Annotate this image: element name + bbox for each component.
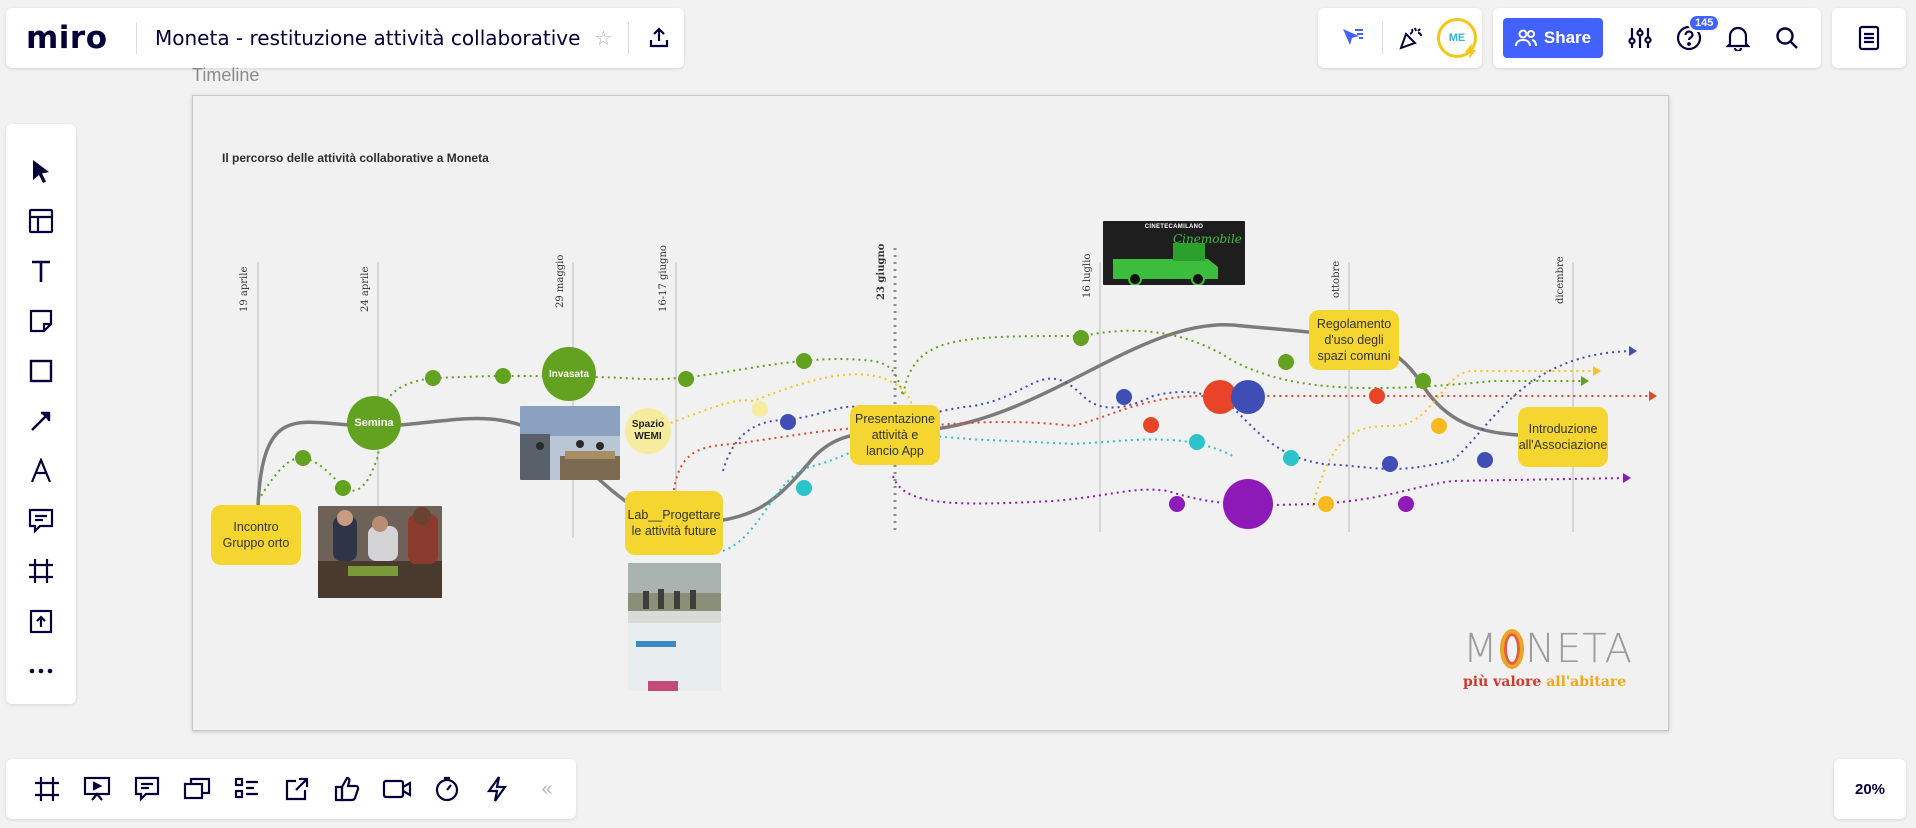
help-badge: 145 [1688, 14, 1721, 32]
help-icon[interactable]: 145 [1664, 14, 1721, 58]
left-toolbar [6, 124, 76, 704]
share-button[interactable]: Share [1503, 18, 1603, 58]
arrow-red [1649, 391, 1657, 401]
photo-invasata[interactable] [520, 406, 620, 480]
sticky-presentazione[interactable]: Presentazione attività e lancio App [850, 405, 940, 465]
timer-icon[interactable] [422, 767, 472, 811]
comment-icon[interactable] [17, 496, 65, 546]
tagline-part-1: più valore [1463, 674, 1542, 690]
date-label[interactable]: 19 aprile [239, 266, 250, 312]
sticky-incontro-gruppo-orto[interactable]: Incontro Gruppo orto [211, 505, 301, 565]
upload-icon[interactable] [17, 596, 65, 646]
sticky-introduzione[interactable]: Introduzione all'Associazione [1518, 407, 1608, 467]
node-semina[interactable]: Semina [347, 396, 401, 450]
header-divider [136, 22, 137, 54]
reactions-icon[interactable] [1391, 18, 1431, 58]
cards-icon[interactable] [172, 767, 222, 811]
cursor-follow-icon[interactable] [1330, 18, 1374, 58]
share-label: Share [1543, 28, 1592, 47]
pen-icon[interactable] [17, 446, 65, 496]
select-icon[interactable] [17, 146, 65, 196]
moneta-logo[interactable]: M NETA più valore all'abitare [1463, 626, 1633, 690]
date-label[interactable]: 29 maggio [555, 254, 566, 308]
star-icon[interactable]: ☆ [594, 27, 613, 50]
timeline-dots [295, 330, 1493, 529]
text-icon[interactable] [17, 246, 65, 296]
yellow-thread [647, 370, 1593, 507]
video-icon[interactable] [372, 767, 422, 811]
more-icon[interactable] [17, 646, 65, 696]
purple-thread [892, 475, 1629, 506]
arrow-yellow [1593, 366, 1601, 376]
notifications-bell-icon[interactable] [1713, 18, 1762, 58]
collab-divider [1382, 22, 1383, 54]
moneta-wordmark: M NETA [1463, 626, 1633, 672]
date-label[interactable]: ottobre [1331, 260, 1342, 298]
voting-icon[interactable] [322, 767, 372, 811]
moneta-o-icon [1499, 629, 1525, 669]
avatar-initials: ME [1448, 32, 1466, 44]
shape-icon[interactable] [17, 346, 65, 396]
svg-text:Cinemobile: Cinemobile [1173, 232, 1242, 246]
activity-icon[interactable] [472, 767, 522, 811]
arrow-purple [1623, 473, 1631, 483]
tagline-part-2: all'abitare [1546, 674, 1627, 690]
logo-letters-neta: NETA [1525, 626, 1633, 672]
frames-icon[interactable] [22, 767, 72, 811]
header-divider-2 [628, 22, 630, 54]
main-tools-panel: Share 145 [1493, 8, 1821, 68]
notes-panel [1832, 8, 1906, 68]
arrow-green [1581, 376, 1589, 386]
photo-semina[interactable] [318, 506, 442, 598]
date-label[interactable]: dicembre [1555, 256, 1566, 304]
outline-icon[interactable] [222, 767, 272, 811]
users-icon [1514, 29, 1537, 47]
export-icon[interactable] [639, 18, 679, 58]
moneta-tagline: più valore all'abitare [1463, 674, 1633, 690]
user-avatar[interactable]: ME [1437, 18, 1477, 59]
collaboration-panel: ME [1318, 8, 1482, 68]
share-screen-icon[interactable] [272, 767, 322, 811]
miro-logo[interactable]: miro [26, 20, 108, 56]
date-label[interactable]: 16 luglio [1082, 253, 1093, 298]
zoom-level[interactable]: 20% [1834, 759, 1906, 819]
bottom-toolbar: « [6, 759, 576, 819]
poster-text: CINETECAMILANO [1144, 224, 1204, 230]
logo-letter-m: M [1463, 626, 1499, 672]
node-spazio-wemi[interactable]: Spazio WEMI [625, 408, 671, 454]
board-notes-icon[interactable] [1845, 18, 1894, 58]
frame-label[interactable]: Timeline [192, 65, 260, 85]
timeline-frame[interactable]: Il percorso delle attività collaborative… [192, 95, 1669, 731]
sticky-regolamento[interactable]: Regolamento d'uso degli spazi comuni [1309, 310, 1399, 370]
cyan-thread [722, 433, 1234, 552]
arrow-blue [1629, 346, 1637, 356]
search-icon[interactable] [1762, 18, 1811, 58]
date-label[interactable]: 24 aprile [360, 266, 371, 312]
templates-icon[interactable] [17, 196, 65, 246]
presentation-icon[interactable] [72, 767, 122, 811]
comments-icon[interactable] [122, 767, 172, 811]
red-thread [672, 395, 1653, 497]
photo-lab[interactable] [628, 563, 721, 691]
date-label[interactable]: 16-17 giugno [658, 245, 669, 312]
connector-icon[interactable] [17, 396, 65, 446]
board-title[interactable]: Moneta - restituzione attività collabora… [155, 26, 581, 50]
frame-icon[interactable] [17, 546, 65, 596]
settings-sliders-icon[interactable] [1615, 18, 1664, 58]
canvas-title[interactable]: Il percorso delle attività collaborative… [222, 151, 489, 165]
date-label-current[interactable]: 23 giugno [876, 243, 887, 300]
sticky-lab-progettare[interactable]: Lab__Progettare le attività future [625, 491, 723, 555]
photo-cinetecamilano-poster[interactable]: CINETECAMILANO Cinemobile [1103, 221, 1245, 285]
node-invasata[interactable]: Invasata [542, 347, 596, 401]
board-header: miro Moneta - restituzione attività coll… [6, 8, 684, 68]
collapse-toolbar-icon[interactable]: « [541, 777, 553, 800]
sticky-note-icon[interactable] [17, 296, 65, 346]
